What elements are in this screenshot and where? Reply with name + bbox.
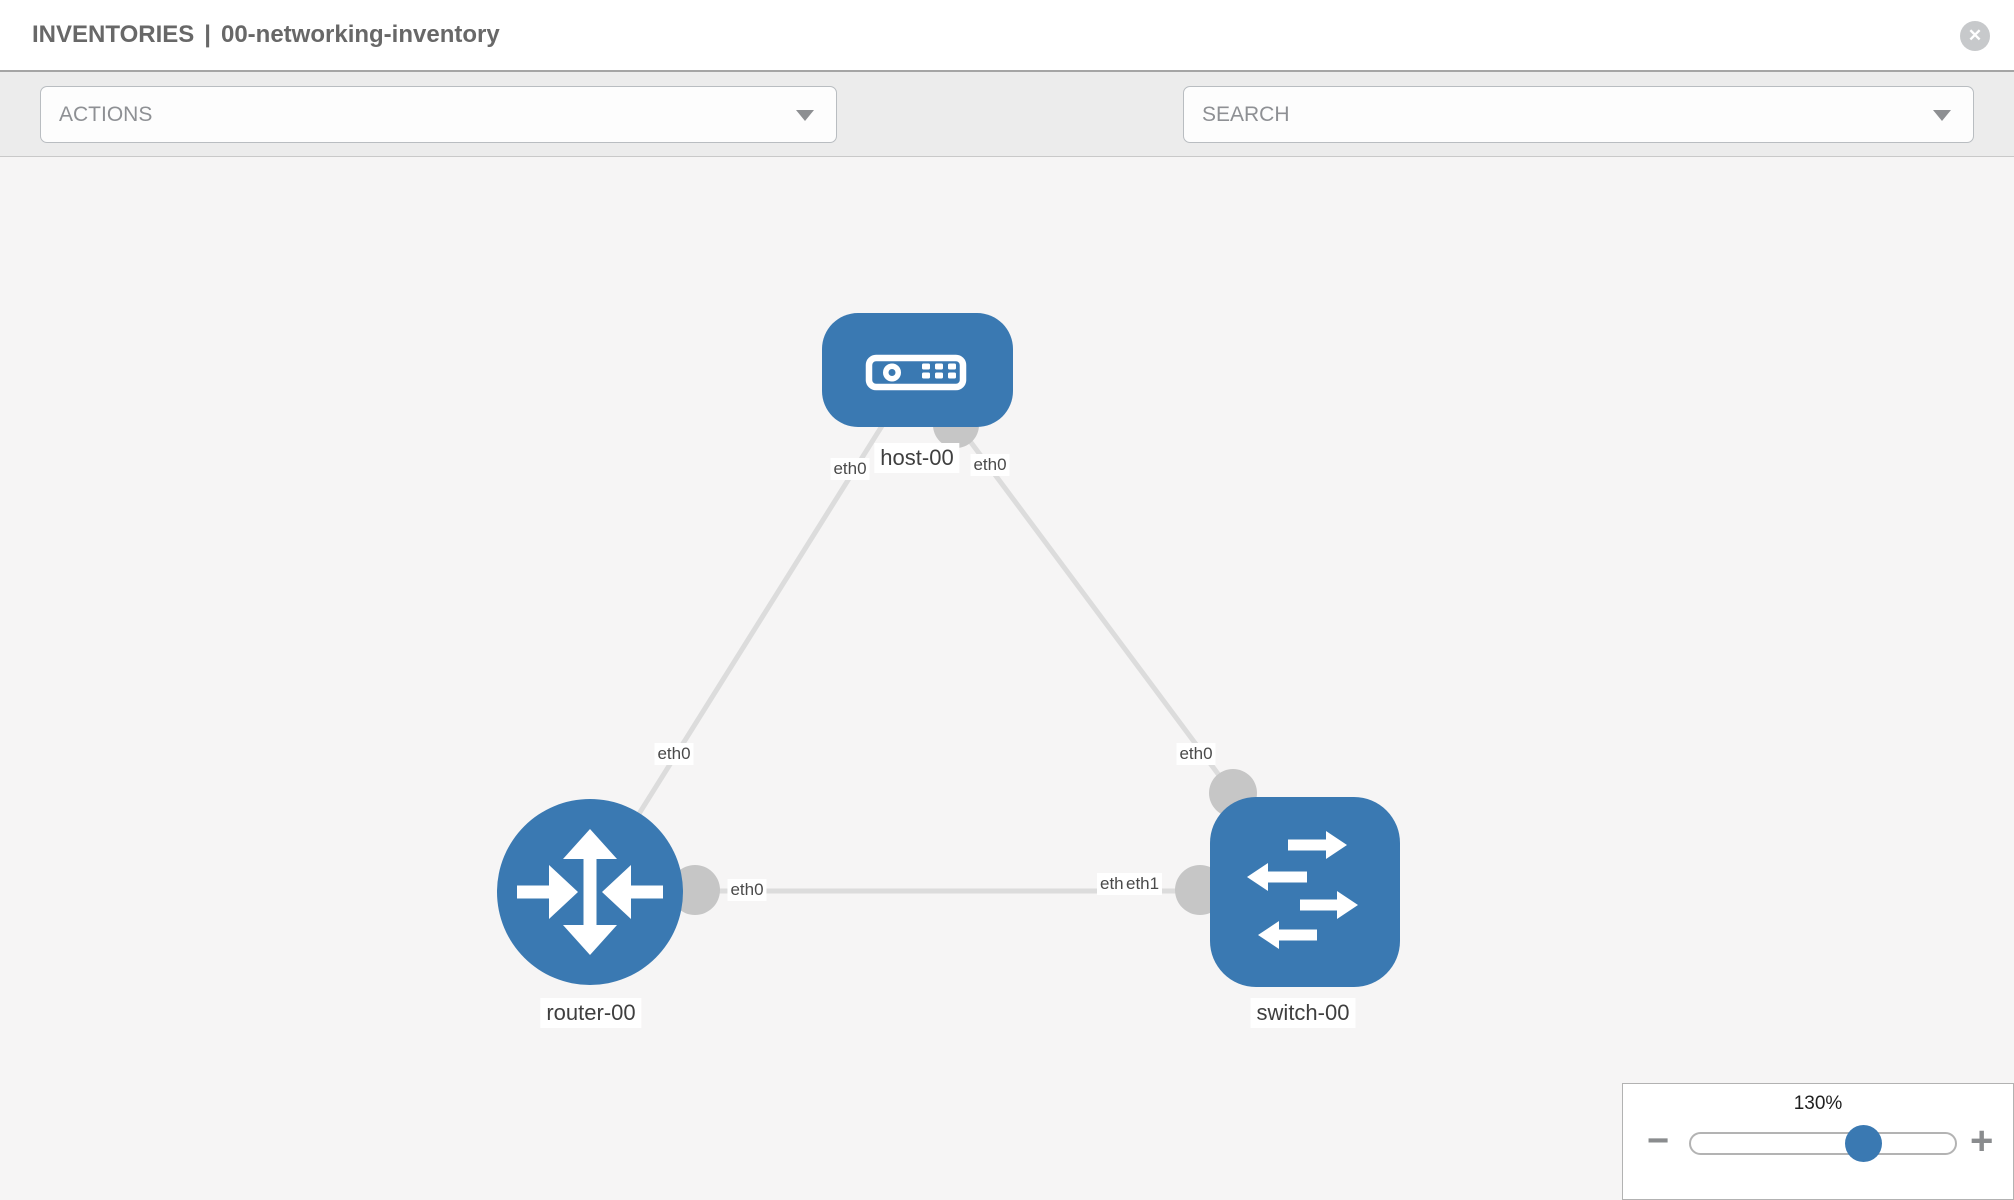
page-title: INVENTORIES | 00-networking-inventory [32, 21, 500, 49]
interface-label: eth0 [1176, 743, 1216, 765]
zoom-slider-thumb[interactable] [1845, 1125, 1882, 1162]
interface-label: eth0 [654, 743, 694, 765]
router-icon [517, 829, 663, 955]
toolbar: ACTIONS SEARCH [0, 70, 2014, 202]
node-label-host: host-00 [874, 443, 960, 473]
caret-down-icon [1933, 109, 1951, 121]
interface-label: eth1 [1123, 873, 1163, 895]
topology-canvas[interactable]: eth0 eth0 eth0 eth0 eth0 eth0 eth1 host-… [0, 157, 2014, 1200]
zoom-out-button[interactable]: − [1647, 1120, 1670, 1162]
endpoint-router-right [670, 865, 720, 915]
zoom-panel: 130% − + [1622, 1083, 2014, 1200]
node-switch-00[interactable] [1210, 797, 1400, 987]
caret-down-icon [796, 109, 814, 121]
node-host-00[interactable] [822, 313, 1013, 427]
search-dropdown[interactable]: SEARCH [1183, 86, 1974, 143]
close-icon[interactable]: ✕ [1960, 21, 1990, 51]
breadcrumb-separator: | [204, 21, 211, 48]
interface-label: eth0 [727, 879, 767, 901]
node-router-00[interactable] [497, 799, 683, 985]
node-label-switch: switch-00 [1250, 998, 1356, 1028]
link-endpoint-circles [670, 402, 1257, 915]
link-host-router[interactable] [587, 368, 920, 894]
zoom-slider[interactable] [1689, 1125, 1957, 1162]
node-label-router: router-00 [540, 998, 642, 1028]
actions-dropdown-label: ACTIONS [59, 102, 153, 126]
interface-label: eth0 [830, 458, 870, 480]
inventory-name: 00-networking-inventory [220, 21, 500, 48]
topology-svg [497, 313, 1400, 987]
zoom-level-value: 130% [1793, 1093, 1843, 1114]
switch-icon [1247, 831, 1358, 949]
actions-dropdown[interactable]: ACTIONS [40, 86, 837, 143]
breadcrumb-section: INVENTORIES [32, 21, 195, 48]
titlebar: INVENTORIES | 00-networking-inventory ✕ [0, 0, 2014, 70]
interface-label: eth0 [970, 454, 1010, 476]
host-icon [865, 354, 967, 391]
zoom-in-button[interactable]: + [1970, 1119, 1994, 1163]
search-placeholder: SEARCH [1202, 102, 1290, 126]
